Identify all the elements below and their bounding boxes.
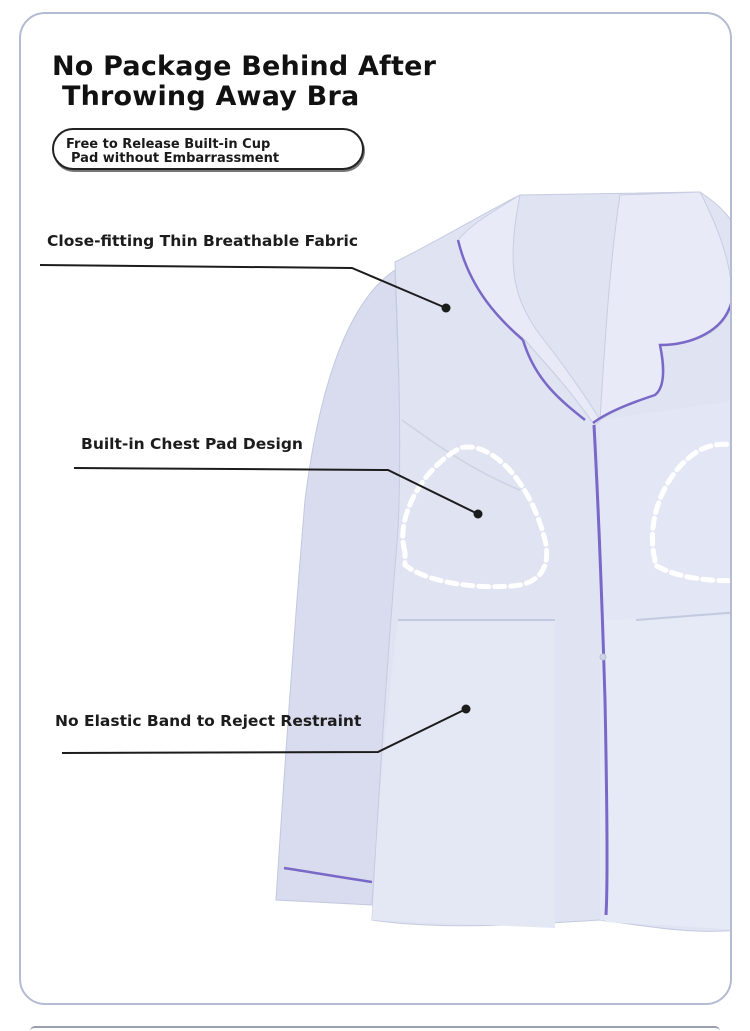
feature-label-fabric: Close-fitting Thin Breathable Fabric xyxy=(47,232,359,250)
next-card-edge xyxy=(30,1026,720,1031)
badge-line-1: Free to Release Built-in Cup xyxy=(66,137,271,152)
badge-line-2: Pad without Embarrassment xyxy=(71,151,280,166)
title-line-2: Throwing Away Bra xyxy=(62,81,360,112)
page-title: No Package Behind After Throwing Away Br… xyxy=(52,52,436,112)
feature-badge: Free to Release Built-in Cup Pad without… xyxy=(52,128,364,170)
title-line-1: No Package Behind After xyxy=(52,51,437,82)
cup-stitch-right xyxy=(649,441,730,584)
placket-piping xyxy=(592,424,609,916)
cuff-piping xyxy=(283,866,373,884)
feature-label-elastic: No Elastic Band to Reject Restraint xyxy=(55,712,362,730)
feature-label-chest-pad: Built-in Chest Pad Design xyxy=(81,435,303,453)
